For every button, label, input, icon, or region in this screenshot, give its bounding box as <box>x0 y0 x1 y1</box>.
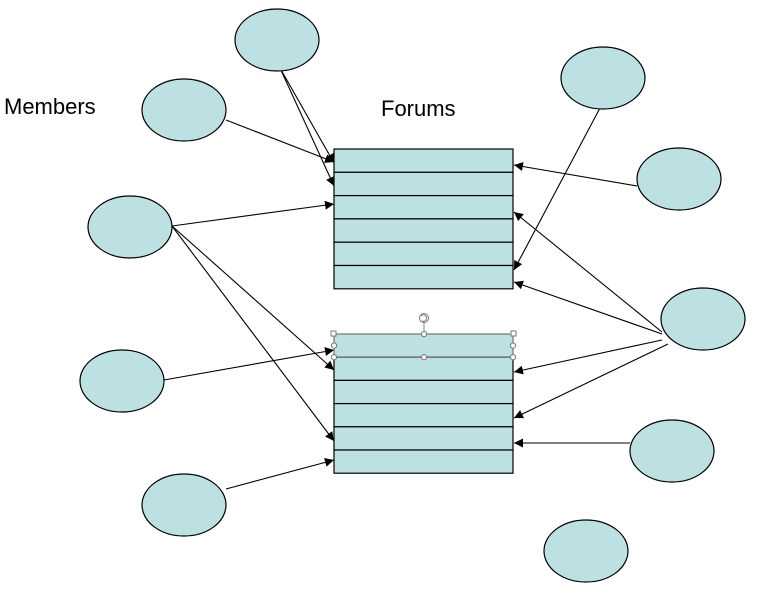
forum-bottom-row-6[interactable] <box>333 449 514 474</box>
right-node-3[interactable] <box>660 287 746 351</box>
member-node-4[interactable] <box>79 349 165 413</box>
forum-top-row-2[interactable] <box>333 171 514 197</box>
resize-handle-ne[interactable] <box>510 330 517 337</box>
edge-r2-forum-top-row5 <box>513 280 663 335</box>
edge-m2-forum-bottom-row4 <box>171 225 335 442</box>
forum-bottom-row-2[interactable] <box>333 356 514 382</box>
right-nodes <box>543 46 746 583</box>
edge-r0-forum-top-row5 <box>513 107 601 271</box>
row-selection-handles[interactable] <box>330 313 517 361</box>
resize-handle-sw[interactable] <box>330 354 338 361</box>
forum-bottom-row-4[interactable] <box>333 403 514 428</box>
members-label: Members <box>4 94 96 119</box>
member-nodes <box>79 8 320 537</box>
right-node-4[interactable] <box>629 419 715 483</box>
edge-m0-forum-top-row0 <box>279 67 335 164</box>
forum-table-top[interactable] <box>333 148 514 290</box>
forum-top-row-6[interactable] <box>333 264 514 290</box>
right-node-2[interactable] <box>636 147 722 211</box>
member-node-3[interactable] <box>87 195 173 259</box>
edge-m3-forum-bottom-row0 <box>163 347 335 381</box>
edge-r1-forum-top-row0 <box>513 162 638 187</box>
edge-m2-forum-bottom-row1 <box>171 225 335 371</box>
right-node-1[interactable] <box>560 46 646 110</box>
edge-r2-forum-bottom-row3 <box>513 343 669 419</box>
resize-handle-w[interactable] <box>330 342 338 349</box>
edge-r2-forum-top-row2 <box>513 211 663 333</box>
forum-bottom-row-3[interactable] <box>333 379 514 405</box>
edge-m2-forum-top-row2 <box>171 200 335 227</box>
forum-top-row-1[interactable] <box>333 148 514 173</box>
forums-label: Forums <box>381 96 456 121</box>
resize-handle-s[interactable] <box>420 354 428 361</box>
edge-m4-forum-bottom-row5 <box>225 457 335 490</box>
edge-m1-forum-top-row0 <box>225 119 335 163</box>
edges-group <box>163 67 669 490</box>
resize-handle-e[interactable] <box>509 342 517 349</box>
forum-bottom-row-1[interactable] <box>333 333 514 358</box>
forum-bottom-row-5[interactable] <box>333 426 514 451</box>
forum-top-row-3[interactable] <box>333 195 514 220</box>
member-node-5[interactable] <box>141 473 227 537</box>
edge-m0-forum-top-row1 <box>279 67 335 187</box>
forum-top-row-5[interactable] <box>333 241 514 267</box>
right-node-5[interactable] <box>543 519 629 583</box>
edge-r2-forum-bottom-row1 <box>513 339 663 375</box>
member-node-2[interactable] <box>141 78 227 142</box>
resize-handle-nw[interactable] <box>330 330 337 337</box>
resize-handle-se[interactable] <box>509 354 517 361</box>
member-node-1[interactable] <box>234 8 320 72</box>
forum-top-row-4[interactable] <box>333 218 514 243</box>
resize-handle-n[interactable] <box>420 330 428 338</box>
